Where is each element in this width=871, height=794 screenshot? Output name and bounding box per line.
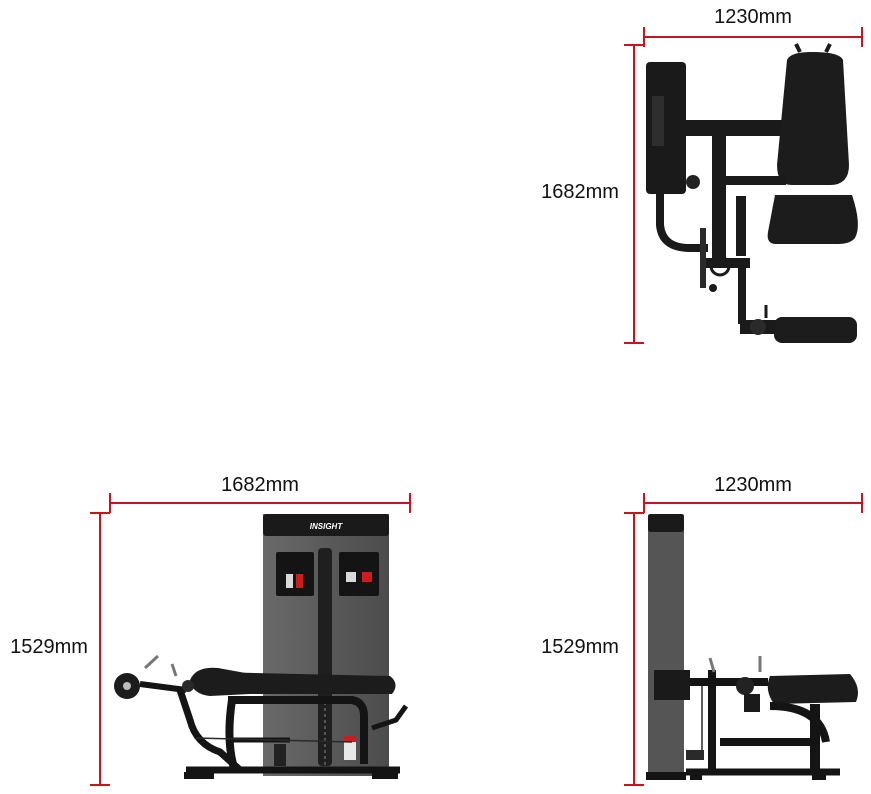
front-width-label: 1230mm: [714, 474, 792, 496]
front-height-dimension: [624, 512, 644, 786]
front-width-dimension: [643, 493, 863, 513]
side-view: 1682mm 1529mm INSIGHT: [10, 474, 411, 786]
top-depth-label: 1682mm: [541, 181, 619, 203]
side-height-dimension: [90, 512, 110, 786]
side-length-label: 1682mm: [221, 474, 299, 496]
front-view: 1230mm 1529mm: [541, 474, 863, 786]
side-length-dimension: [109, 493, 411, 513]
front-machine: [646, 514, 858, 780]
top-width-dimension: [643, 27, 863, 47]
top-machine: [646, 43, 858, 343]
brand-logo: INSIGHT: [310, 522, 344, 531]
front-height-label: 1529mm: [541, 636, 619, 658]
side-machine: INSIGHT: [114, 514, 409, 779]
side-height-label: 1529mm: [10, 636, 88, 658]
top-view: 1230mm 1682mm: [541, 6, 863, 344]
top-depth-dimension: [624, 44, 644, 344]
top-width-label: 1230mm: [714, 6, 792, 28]
